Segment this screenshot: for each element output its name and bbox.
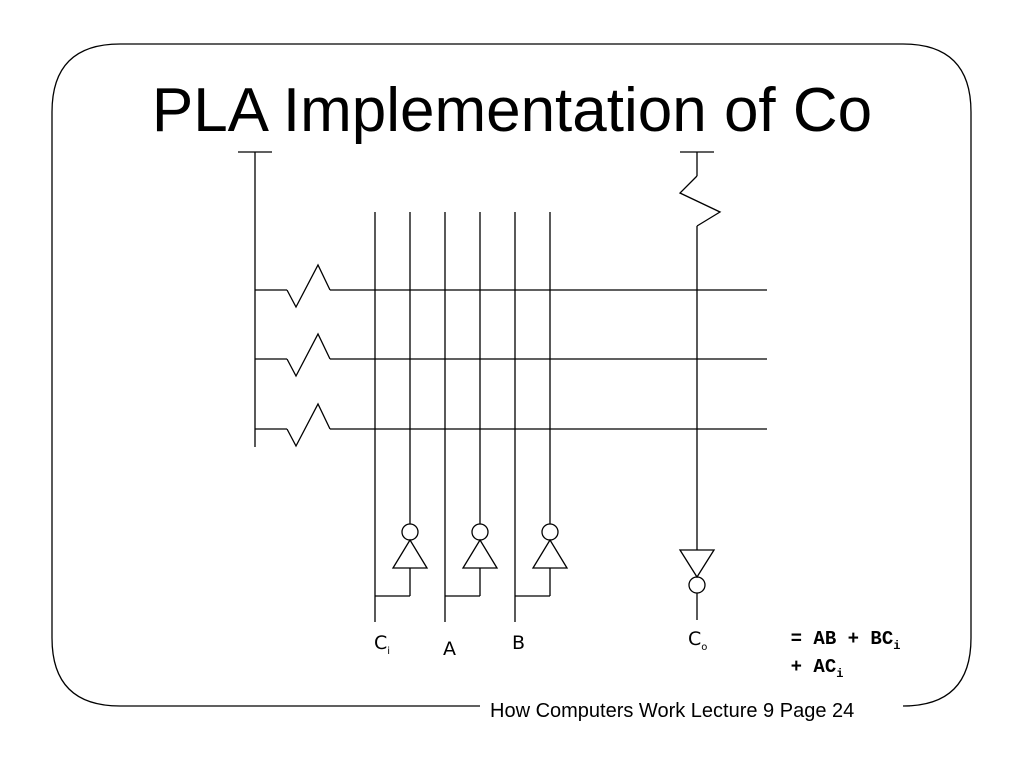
inverter-triangle: [391, 538, 429, 569]
output-inverter-bubble: [688, 576, 706, 594]
inverter-bubble: [541, 523, 559, 541]
product-term-2: [255, 332, 767, 378]
inverter-triangle: [461, 538, 499, 569]
input-column-ci: [374, 212, 429, 622]
input-label-b: B: [512, 632, 526, 654]
product-term-1: [255, 263, 767, 309]
resistor-zigzag: [286, 402, 331, 448]
output-label-co: Co: [688, 628, 708, 653]
input-column-a: [444, 212, 499, 622]
inverter-bubble: [471, 523, 489, 541]
inverter-triangle: [531, 538, 569, 569]
resistor-zigzag: [286, 263, 331, 309]
output-column-co: [678, 151, 722, 620]
equation-line-1: = AB + BCi: [790, 628, 901, 653]
product-term-3: [255, 402, 767, 448]
page-title: PLA Implementation of Co: [151, 76, 873, 145]
input-column-b: [514, 212, 569, 622]
slide-frame: [51, 43, 972, 707]
footer-text: How Computers Work Lecture 9 Page 24: [486, 700, 859, 723]
equation-line-2: + ACi: [790, 656, 844, 681]
output-inverter-triangle: [678, 549, 716, 579]
output-resistor-zigzag: [678, 175, 722, 227]
inverter-bubble: [401, 523, 419, 541]
input-label-a: A: [443, 638, 456, 660]
input-label-ci: Ci: [374, 632, 391, 657]
resistor-zigzag: [286, 332, 331, 378]
